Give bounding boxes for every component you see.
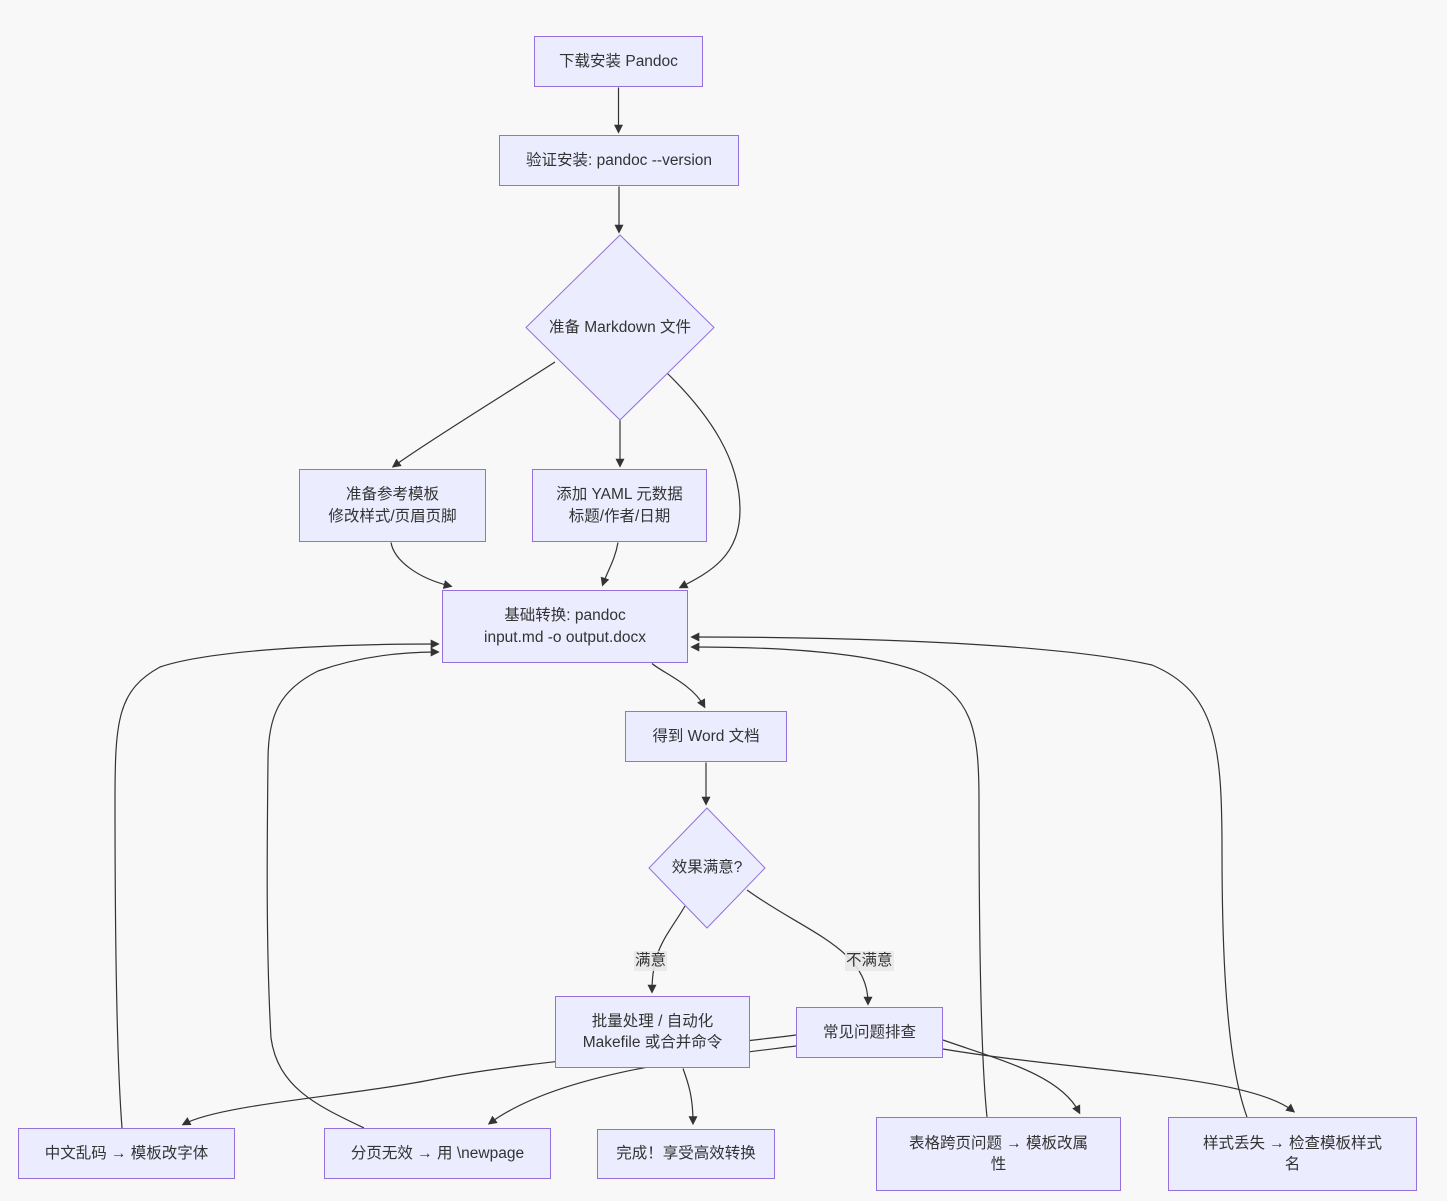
node-satisfied-question: 效果满意?	[649, 808, 765, 928]
node-pagebreak-invalid-label: 分页无效 → 用 \newpage	[350, 1144, 525, 1162]
edge-satisfied-to-troubleshoot	[746, 889, 873, 1006]
node-troubleshoot-label: 常见问题排查	[822, 1023, 916, 1041]
node-basic-convert-line1: 基础转换: pandoc	[504, 607, 626, 624]
node-yaml-metadata-line1: 添加 YAML 元数据	[556, 486, 683, 503]
edge-style-to-convert	[690, 632, 1248, 1118]
diamond-nodes-group	[525, 234, 766, 929]
node-verify-install-label: 验证安装: pandoc --version	[525, 151, 713, 169]
node-prepare-markdown: 准备 Markdown 文件	[526, 235, 714, 420]
node-yaml-metadata-line2: 标题/作者/日期	[568, 507, 671, 525]
edge-batch-to-done	[682, 1068, 698, 1126]
edge-label-satisfied-no: 不满意	[845, 951, 894, 971]
node-done: 完成！享受高效转换	[597, 1129, 775, 1179]
node-download-pandoc-label: 下载安装 Pandoc	[559, 52, 678, 70]
node-basic-convert: 基础转换: pandoc input.md -o output.docx	[442, 590, 688, 663]
edge-template-to-convert	[390, 542, 453, 589]
node-prepare-markdown-label: 准备 Markdown 文件	[548, 318, 692, 336]
edge-table-to-convert	[690, 642, 988, 1118]
node-basic-convert-line2: input.md -o output.docx	[484, 628, 646, 646]
edge-garbled-to-convert	[114, 639, 440, 1129]
node-batch-automation-line1: 批量处理 / 自动化	[591, 1012, 714, 1030]
node-word-document: 得到 Word 文档	[625, 711, 787, 762]
node-table-split-line1: 表格跨页问题 → 模板改属	[908, 1134, 1089, 1152]
node-garbled-chinese: 中文乱码 → 模板改字体	[18, 1128, 235, 1179]
edge-paths-group	[114, 87, 1296, 1129]
node-verify-install: 验证安装: pandoc --version	[499, 135, 739, 186]
node-reference-template-line1: 准备参考模板	[345, 486, 439, 503]
node-troubleshoot: 常见问题排查	[796, 1007, 943, 1058]
node-style-lost: 样式丢失 → 检查模板样式 名	[1168, 1117, 1417, 1191]
node-reference-template: 准备参考模板 修改样式/页眉页脚	[299, 469, 486, 542]
node-table-split: 表格跨页问题 → 模板改属 性	[876, 1117, 1121, 1191]
node-style-lost-line1: 样式丢失 → 检查模板样式	[1202, 1134, 1383, 1152]
node-style-lost-line2: 名	[1284, 1156, 1301, 1173]
node-satisfied-question-label: 效果满意?	[671, 859, 743, 877]
edge-troubleshoot-to-pagebreak	[487, 1045, 797, 1125]
edge-prepare-md-to-convert	[666, 372, 741, 589]
node-download-pandoc: 下载安装 Pandoc	[534, 36, 703, 87]
node-satisfied-diamond	[648, 807, 766, 929]
edge-yaml-to-convert	[600, 542, 619, 587]
node-batch-automation: 批量处理 / 自动化 Makefile 或合并命令	[555, 996, 750, 1068]
node-batch-automation-line2: Makefile 或合并命令	[582, 1034, 723, 1051]
node-reference-template-line2: 修改样式/页眉页脚	[328, 507, 457, 525]
edge-label-satisfied-yes: 满意	[634, 951, 668, 971]
node-table-split-line2: 性	[990, 1156, 1007, 1173]
node-word-document-label: 得到 Word 文档	[652, 727, 760, 745]
edge-pagebreak-to-convert	[266, 647, 440, 1129]
edge-convert-to-word	[651, 663, 706, 709]
edge-prepare-md-to-template	[391, 361, 556, 468]
node-pagebreak-invalid: 分页无效 → 用 \newpage	[324, 1128, 551, 1179]
edge-troubleshoot-to-style	[942, 1048, 1296, 1113]
edge-troubleshoot-to-table	[942, 1039, 1081, 1115]
node-done-label: 完成！享受高效转换	[616, 1145, 756, 1163]
edge-satisfied-to-batch	[647, 905, 686, 994]
node-prepare-md-diamond	[525, 234, 715, 421]
node-garbled-chinese-label: 中文乱码 → 模板改字体	[44, 1144, 209, 1162]
node-yaml-metadata: 添加 YAML 元数据 标题/作者/日期	[532, 469, 707, 542]
